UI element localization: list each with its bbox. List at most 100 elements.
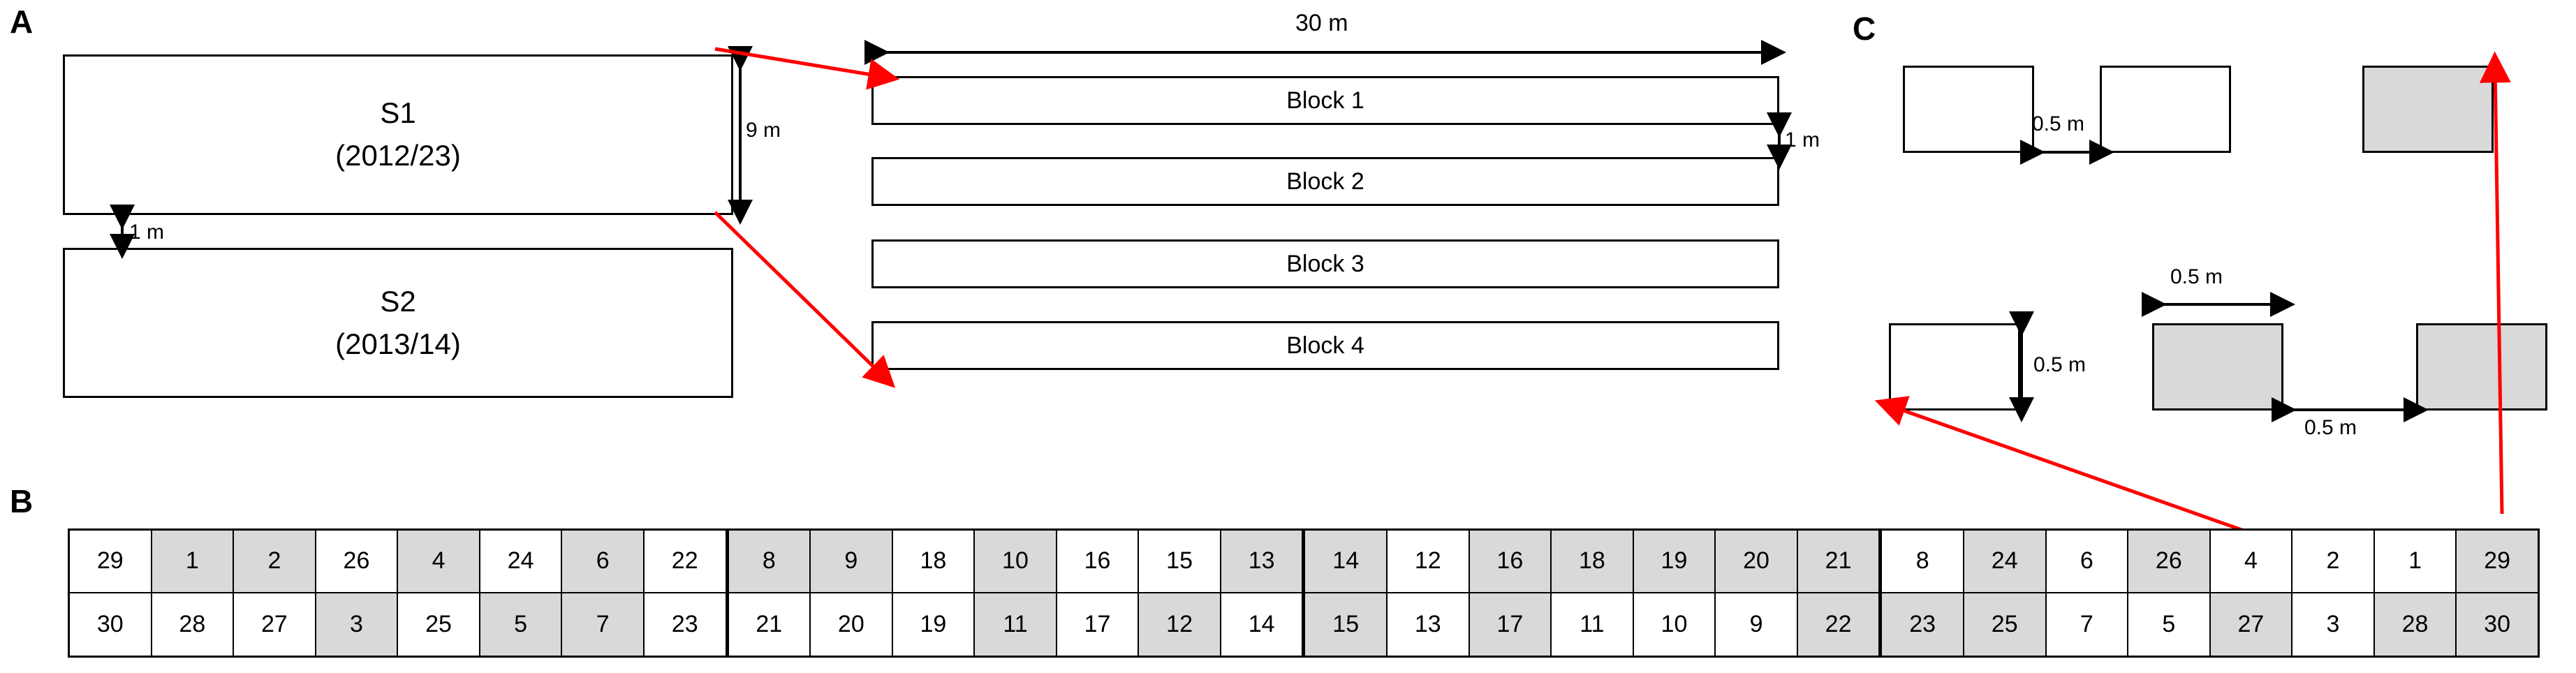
panel-letter-b: B	[10, 483, 34, 519]
plot-cell-top-1: 29	[70, 531, 152, 593]
plot-cell-top-29: 1	[2374, 531, 2457, 593]
plot-cell-bottom-6: 5	[480, 593, 563, 656]
plot-cell-top-8: 22	[644, 531, 729, 593]
plot-cell-bottom-22: 22	[1797, 593, 1883, 656]
plot-cell-top-10: 9	[811, 531, 893, 593]
plot-cell-top-6: 24	[480, 531, 563, 593]
season-s2-years: (2013/14)	[335, 327, 461, 360]
panel-letter-a: A	[10, 3, 34, 40]
plot-cell-bottom-3: 27	[234, 593, 316, 656]
plot-cell-bottom-11: 19	[892, 593, 976, 656]
plot-cell-top-16: 14	[1305, 531, 1388, 593]
block-box-4: Block 4	[871, 321, 1779, 370]
block-box-3: Block 3	[871, 239, 1779, 288]
dimension-label-c-width: 0.5 m	[2170, 265, 2223, 288]
plot-cell-top-27: 4	[2210, 531, 2293, 593]
plot-cell-bottom-27: 27	[2210, 593, 2293, 656]
plot-cell-bottom-18: 17	[1469, 593, 1552, 656]
callout-arrow-s1-top	[714, 47, 900, 90]
plot-cell-top-13: 16	[1057, 531, 1140, 593]
plot-cell-bottom-21: 9	[1716, 593, 1798, 656]
plot-cell-top-19: 18	[1552, 531, 1634, 593]
plot-cell-top-28: 2	[2292, 531, 2375, 593]
season-box-s1: S1 (2012/23)	[63, 54, 733, 215]
plot-cell-top-23: 8	[1882, 531, 1964, 593]
block-3-label: Block 3	[1286, 250, 1364, 277]
plot-cell-top-7: 6	[562, 531, 645, 593]
dimension-label-1m-block-gap: 1 m	[1785, 128, 1820, 151]
dimension-arrow-c-width	[2142, 292, 2295, 317]
callout-arrow-b-to-c-left	[1874, 396, 2246, 533]
plot-cell-top-24: 24	[1964, 531, 2047, 593]
callout-arrow-s1-bottom	[714, 211, 896, 388]
dimension-arrow-c-top-gap	[2020, 140, 2114, 165]
plot-cell-bottom-19: 11	[1552, 593, 1634, 656]
plot-cell-top-11: 18	[892, 531, 976, 593]
plot-square-c-top-2	[2100, 66, 2231, 153]
plot-cell-top-2: 1	[152, 531, 235, 593]
plot-cell-bottom-26: 5	[2128, 593, 2211, 656]
dimension-label-c-height: 0.5 m	[2033, 353, 2086, 376]
plot-cell-top-4: 26	[316, 531, 399, 593]
dimension-label-1m-gap: 1 m	[129, 221, 165, 244]
plot-cell-top-9: 8	[728, 531, 811, 593]
plot-cell-top-3: 2	[234, 531, 316, 593]
plot-cell-top-18: 16	[1469, 531, 1552, 593]
plot-cell-bottom-20: 10	[1633, 593, 1716, 656]
plot-cell-bottom-8: 23	[644, 593, 729, 656]
plot-cell-top-22: 21	[1797, 531, 1883, 593]
plot-cell-top-5: 4	[398, 531, 480, 593]
dimension-arrow-30m	[864, 40, 1786, 65]
plot-cell-bottom-5: 25	[398, 593, 480, 656]
plot-square-c-top-3	[2362, 66, 2494, 153]
plot-cell-top-30: 29	[2457, 531, 2538, 593]
plot-cell-top-21: 20	[1716, 531, 1798, 593]
plot-cell-top-20: 19	[1633, 531, 1716, 593]
plot-cell-top-17: 12	[1388, 531, 1470, 593]
plot-cell-bottom-15: 14	[1221, 593, 1306, 656]
season-s1-name: S1	[380, 96, 416, 130]
plot-square-c-bottom-2	[2152, 323, 2283, 411]
block-4-label: Block 4	[1286, 332, 1364, 359]
season-s2-name: S2	[380, 284, 416, 318]
plot-cell-bottom-12: 11	[975, 593, 1057, 656]
plot-cell-bottom-29: 28	[2374, 593, 2457, 656]
plot-cell-bottom-25: 7	[2046, 593, 2129, 656]
plot-cell-bottom-17: 13	[1388, 593, 1470, 656]
dimension-label-c-top-gap: 0.5 m	[2032, 112, 2085, 135]
plot-cell-bottom-30: 30	[2457, 593, 2538, 656]
plot-cell-top-12: 10	[975, 531, 1057, 593]
plot-cell-bottom-16: 15	[1305, 593, 1388, 656]
plot-cell-bottom-1: 30	[70, 593, 152, 656]
dimension-label-9m: 9 m	[746, 119, 781, 142]
block-1-label: Block 1	[1286, 87, 1364, 114]
plot-cell-bottom-7: 7	[562, 593, 645, 656]
plot-cell-bottom-28: 3	[2292, 593, 2375, 656]
dimension-label-30m: 30 m	[1295, 10, 1348, 36]
plot-cell-bottom-4: 3	[316, 593, 399, 656]
plot-square-c-top-1	[1903, 66, 2034, 153]
plot-square-c-bottom-1	[1889, 323, 2020, 411]
plot-cell-bottom-9: 21	[728, 593, 811, 656]
plot-cell-bottom-24: 25	[1964, 593, 2047, 656]
block-box-2: Block 2	[871, 157, 1779, 206]
plot-cell-top-26: 26	[2128, 531, 2211, 593]
block-2-label: Block 2	[1286, 168, 1364, 195]
block-box-1: Block 1	[871, 76, 1779, 125]
plot-cell-bottom-2: 28	[152, 593, 235, 656]
plot-cell-top-14: 15	[1139, 531, 1221, 593]
plot-cell-top-15: 13	[1221, 531, 1306, 593]
season-box-s2: S2 (2013/14)	[63, 248, 733, 398]
plot-cell-bottom-14: 12	[1139, 593, 1221, 656]
panel-letter-c: C	[1853, 10, 1876, 47]
plot-cell-bottom-23: 23	[1882, 593, 1964, 656]
season-s1-years: (2012/23)	[335, 139, 461, 172]
plot-cell-top-25: 6	[2046, 531, 2129, 593]
plot-cell-bottom-10: 20	[811, 593, 893, 656]
plot-square-c-bottom-3	[2416, 323, 2547, 411]
dimension-label-c-bottom-gap: 0.5 m	[2304, 416, 2357, 439]
